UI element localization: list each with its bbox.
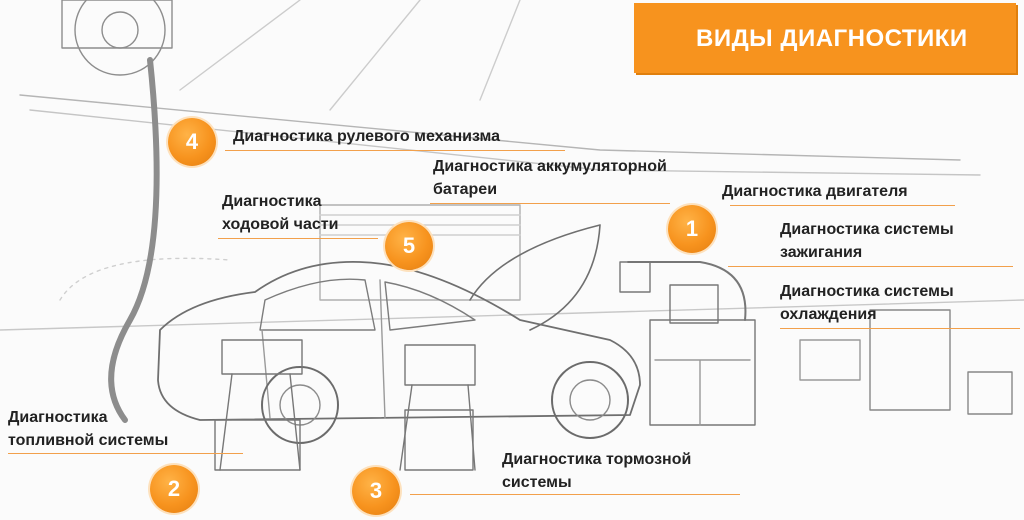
underline-brakes [410, 494, 740, 495]
label-battery-line1: Диагностика аккумуляторной [433, 155, 667, 178]
ceiling-truss [180, 0, 520, 110]
underline-ignition [728, 266, 1013, 267]
label-suspension-line1: Диагностика [222, 190, 338, 213]
badge-2-number: 2 [168, 476, 180, 502]
label-ignition-line2: зажигания [780, 241, 954, 264]
badge-2: 2 [150, 465, 198, 513]
label-brakes-line1: Диагностика тормозной [502, 448, 691, 471]
label-cooling-line2: охлаждения [780, 303, 954, 326]
analyzer-pod [620, 262, 650, 292]
label-battery-line2: батареи [433, 178, 667, 201]
label-steering-line1: Диагностика рулевого механизма [233, 125, 500, 148]
label-ignition: Диагностика системы зажигания [780, 218, 954, 264]
cart-mid-monitor [405, 345, 475, 385]
car-windows [260, 279, 475, 330]
badge-4-number: 4 [186, 129, 198, 155]
underline-fuel [8, 453, 243, 454]
label-cooling-line1: Диагностика системы [780, 280, 954, 303]
right-rack [800, 340, 860, 380]
exhaust-reel-hub [102, 12, 138, 48]
banner-title: ВИДЫ ДИАГНОСТИКИ [696, 25, 968, 53]
title-banner: ВИДЫ ДИАГНОСТИКИ [634, 3, 1016, 73]
analyzer-cabinet [650, 320, 755, 425]
badge-3: 3 [352, 467, 400, 515]
badge-4: 4 [168, 118, 216, 166]
exhaust-hose [111, 60, 157, 420]
label-fuel-line2: топливной системы [8, 429, 168, 452]
analyzer-screen [670, 285, 718, 323]
badge-1-number: 1 [686, 216, 698, 242]
badge-3-number: 3 [370, 478, 382, 504]
badge-1: 1 [668, 205, 716, 253]
label-fuel-line1: Диагностика [8, 406, 168, 429]
label-engine-line1: Диагностика двигателя [722, 180, 908, 203]
underline-cooling [780, 328, 1020, 329]
underline-suspension [218, 238, 378, 239]
label-engine: Диагностика двигателя [722, 180, 908, 203]
tool-case [968, 372, 1012, 414]
car-wheel-front-rim [570, 380, 610, 420]
label-cooling: Диагностика системы охлаждения [780, 280, 954, 326]
label-suspension-line2: ходовой части [222, 213, 338, 236]
cart-mid-body [405, 410, 473, 470]
label-brakes-line2: системы [502, 471, 691, 494]
badge-5: 5 [385, 222, 433, 270]
underline-engine [730, 205, 955, 206]
underline-battery [430, 203, 670, 204]
label-steering: Диагностика рулевого механизма [233, 125, 500, 148]
label-battery: Диагностика аккумуляторной батареи [433, 155, 667, 201]
cart-mid-frame [400, 385, 475, 470]
analyzer-drawers [655, 360, 750, 425]
label-suspension: Диагностика ходовой части [222, 190, 338, 236]
badge-5-number: 5 [403, 233, 415, 259]
label-brakes: Диагностика тормозной системы [502, 448, 691, 494]
cart-left-body [215, 420, 300, 470]
reel-mount [62, 0, 172, 48]
car-wheel-front [552, 362, 628, 438]
label-ignition-line1: Диагностика системы [780, 218, 954, 241]
label-fuel: Диагностика топливной системы [8, 406, 168, 452]
underline-steering [225, 150, 565, 151]
